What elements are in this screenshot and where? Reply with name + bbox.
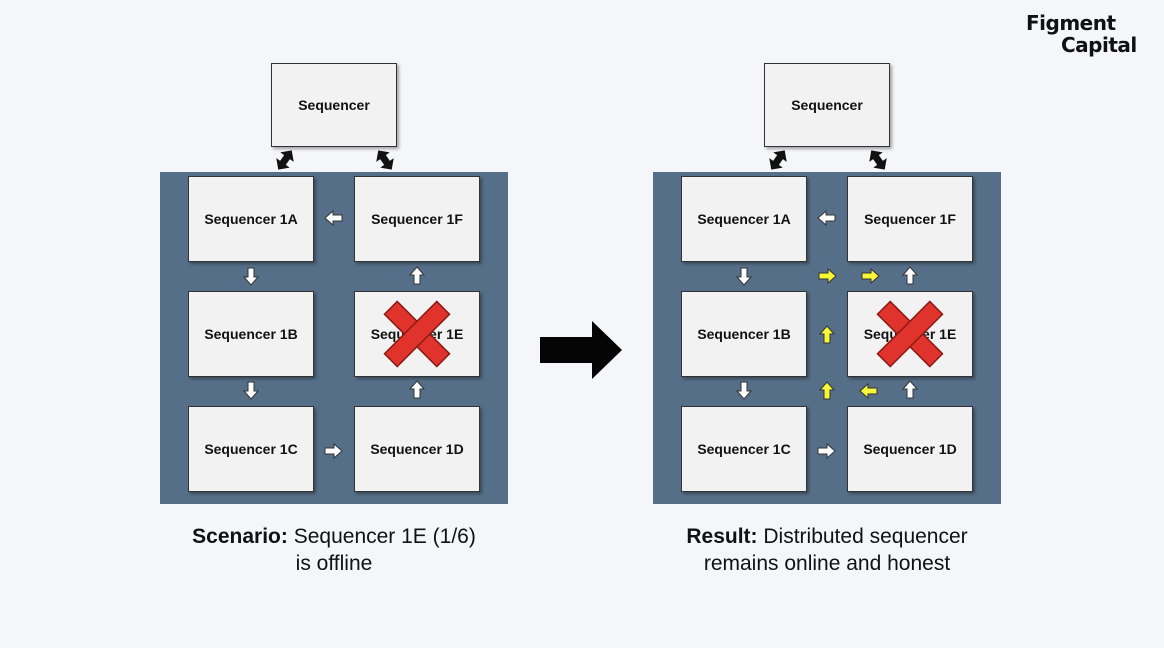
left-sequencer-1e: Sequencer 1E [354,291,480,377]
right-top-sequencer: Sequencer [764,63,890,147]
logo-line-1: Figment [1026,11,1116,35]
left-caption: Scenario: Sequencer 1E (1/6) is offline [150,523,518,577]
left-caption-bold: Scenario: [192,525,288,548]
left-sequencer-1b-label: Sequencer 1B [204,326,298,342]
left-bidirectional-arrow-icon [272,146,298,174]
left-sequencer-1c-label: Sequencer 1C [204,441,298,457]
left-caption-line-2: is offline [295,552,373,575]
left-sequencer-1e-label: Sequencer 1E [370,326,464,342]
right-sequencer-1c: Sequencer 1C [681,406,807,492]
left-sequencer-1d-label: Sequencer 1D [370,441,464,457]
logo-line-2: Capital [1061,33,1137,57]
left-caption-text: Sequencer 1E (1/6) [293,525,476,548]
left-sequencer-1a-label: Sequencer 1A [204,211,298,227]
right-caption: Result: Distributed sequencer remains on… [640,523,1014,577]
right-caption-line-1: Result: Distributed sequencer [640,523,1014,550]
left-bidirectional-arrow-icon [372,146,398,174]
left-sequencer-1f: Sequencer 1F [354,176,480,262]
right-caption-text: Distributed sequencer [763,525,968,548]
right-sequencer-1e: Sequencer 1E [847,291,973,377]
left-caption-line-1: Scenario: Sequencer 1E (1/6) [150,523,518,550]
right-sequencer-1a: Sequencer 1A [681,176,807,262]
left-top-sequencer-label: Sequencer [298,97,370,113]
right-bidirectional-arrow-icon [865,146,891,174]
right-caption-bold: Result: [686,525,758,548]
left-sequencer-1c: Sequencer 1C [188,406,314,492]
right-sequencer-1c-label: Sequencer 1C [697,441,791,457]
right-sequencer-1e-label: Sequencer 1E [863,326,957,342]
right-sequencer-1b-label: Sequencer 1B [697,326,791,342]
left-top-sequencer: Sequencer [271,63,397,147]
left-sequencer-1d: Sequencer 1D [354,406,480,492]
left-sequencer-1f-label: Sequencer 1F [371,211,463,227]
right-sequencer-1d: Sequencer 1D [847,406,973,492]
right-bidirectional-arrow-icon [765,146,791,174]
left-sequencer-1a: Sequencer 1A [188,176,314,262]
right-sequencer-1b: Sequencer 1B [681,291,807,377]
figment-capital-logo: Figment Capital [1026,12,1137,56]
right-sequencer-1a-label: Sequencer 1A [697,211,791,227]
right-sequencer-1d-label: Sequencer 1D [863,441,957,457]
transition-right-arrow-icon [540,321,622,379]
right-sequencer-1f-label: Sequencer 1F [864,211,956,227]
right-top-sequencer-label: Sequencer [791,97,863,113]
right-sequencer-1f: Sequencer 1F [847,176,973,262]
left-sequencer-1b: Sequencer 1B [188,291,314,377]
right-caption-line-2: remains online and honest [703,552,951,575]
